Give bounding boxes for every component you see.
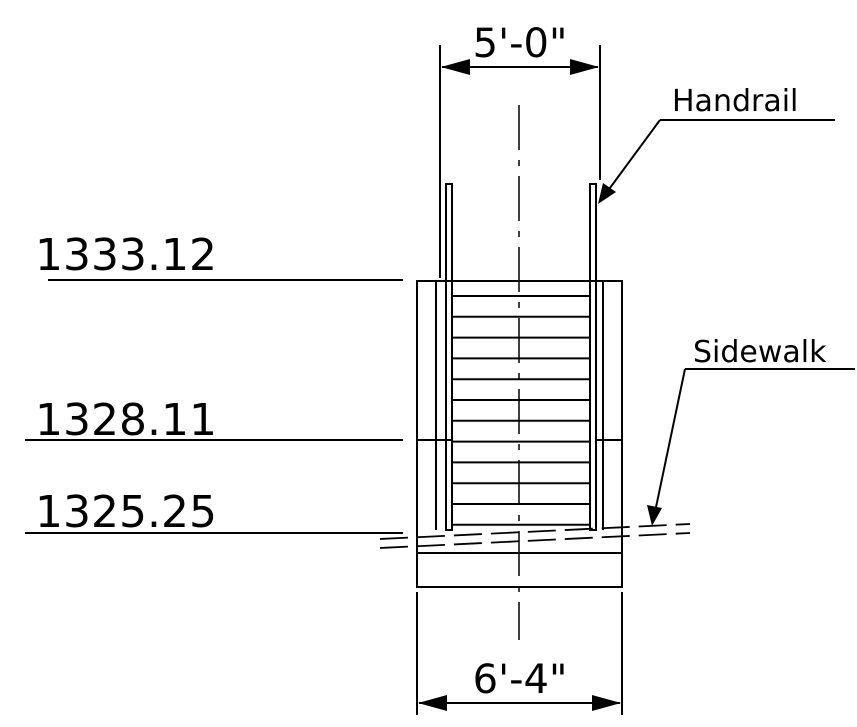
bottom-width-label: 6'-4" [473,657,568,703]
sidewalk-callout [647,368,855,526]
sidewalk-label: Sidewalk [693,335,827,370]
sidewalk-line-bottom [379,532,691,549]
handrail-leader-arrow [598,183,616,204]
stair-treads [452,295,590,526]
bottom-dim-arrow-left [418,695,447,711]
elevation-lines [25,279,403,534]
top-dim-arrow-right [570,59,599,75]
sidewalk-line-top [379,523,691,540]
handrail-left [445,183,453,531]
elevation-middle-label: 1328.11 [35,395,217,446]
handrail-right [589,183,597,531]
sidewalk-surface [379,523,691,549]
handrail-label: Handrail [672,84,798,119]
top-dim-arrow-left [441,59,470,75]
handrail-callout [598,119,835,204]
bottom-dimension [416,592,623,715]
bottom-dim-arrow-right [592,695,621,711]
sidewalk-leader-arrow [647,505,662,526]
sidewalk-leader [654,368,686,513]
top-dimension [439,45,601,278]
elevation-bottom-label: 1325.25 [35,487,217,538]
stair-body [416,280,623,588]
handrail-leader [606,119,661,193]
stair-outline [416,280,623,588]
top-width-label: 5'-0" [473,21,568,67]
elevation-top-label: 1333.12 [35,230,217,281]
